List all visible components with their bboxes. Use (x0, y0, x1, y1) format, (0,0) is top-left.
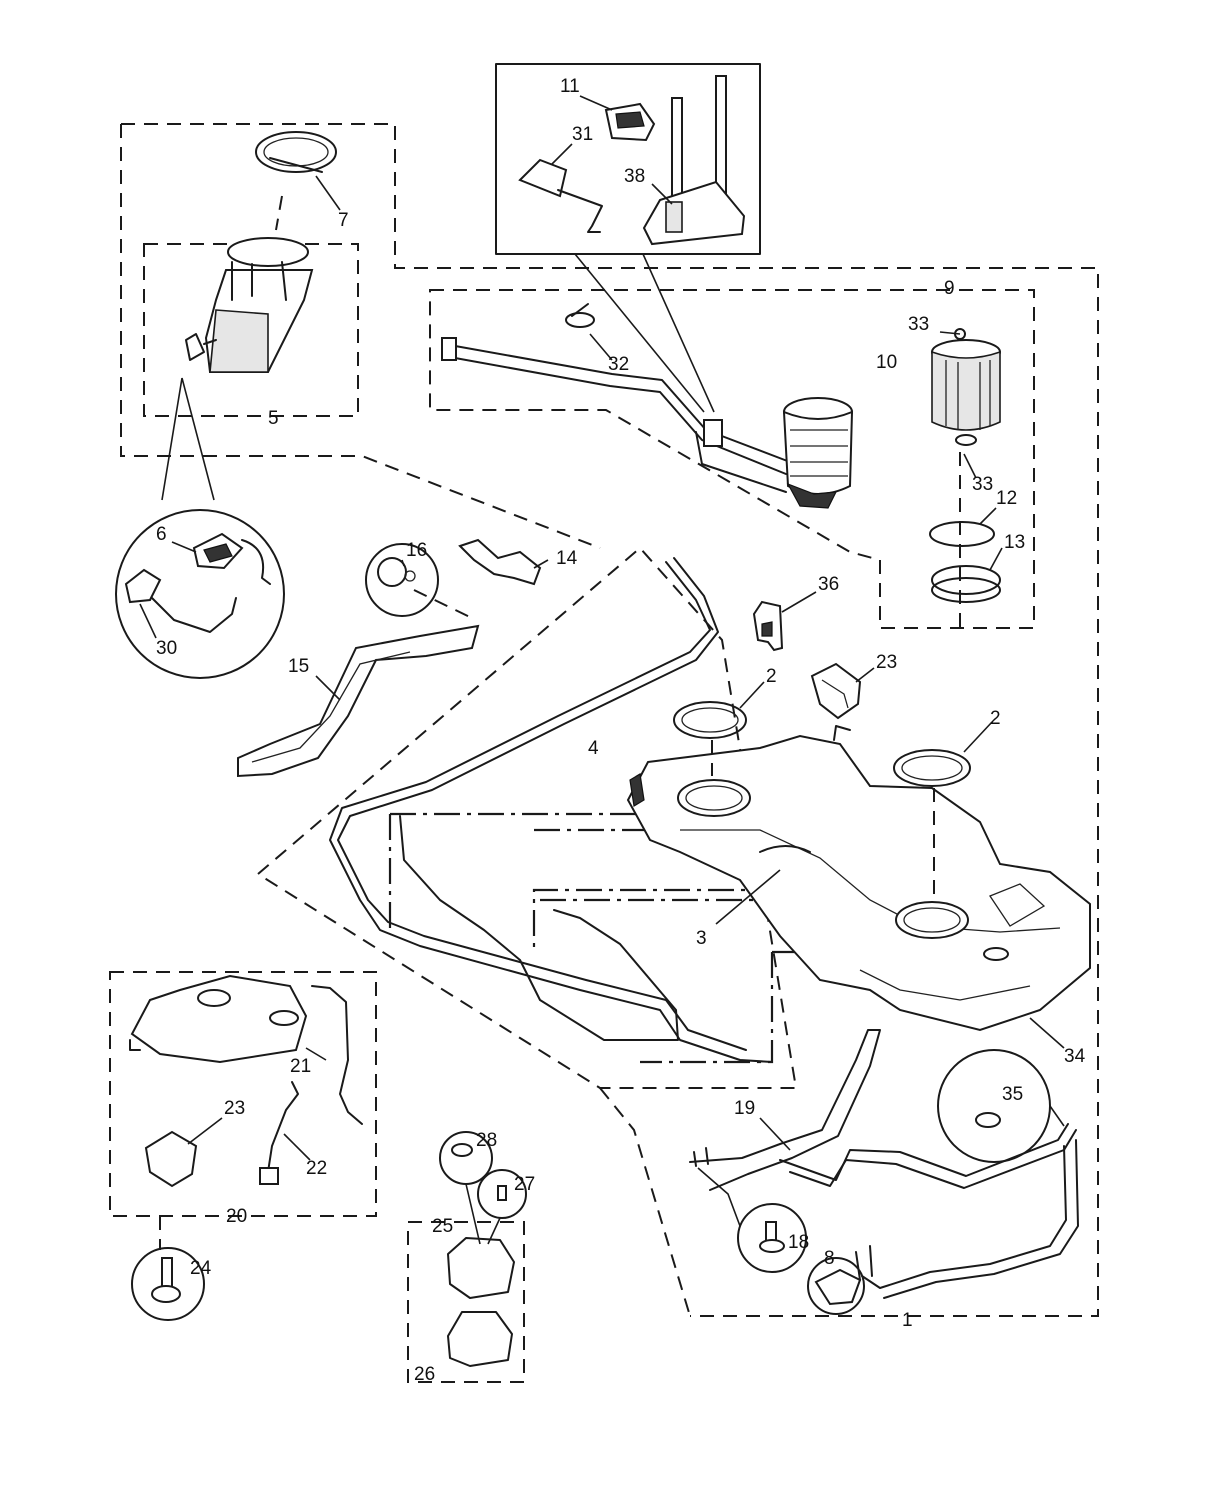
callout-10: 10 (876, 352, 897, 373)
fuel-lines-part-4 (329, 557, 773, 1063)
callout-36: 36 (818, 574, 839, 595)
callout-35: 35 (1002, 1084, 1023, 1105)
callout-31: 31 (572, 124, 593, 145)
callout-23-upper: 23 (876, 652, 897, 673)
gasket-group-25-26 (439, 1131, 527, 1367)
callout-23-lower: 23 (224, 1098, 245, 1119)
callout-30: 30 (156, 638, 177, 659)
grommet-circle-16 (365, 543, 477, 621)
fuel-pipe-strainer-part (441, 303, 854, 509)
float-arm-part (518, 158, 603, 233)
clip-part-14 (458, 538, 542, 586)
callout-21: 21 (290, 1056, 311, 1077)
leader-lines (139, 95, 1065, 1161)
fuel-filter-part (929, 328, 1001, 628)
callout-15: 15 (288, 656, 309, 677)
callout-34: 34 (1064, 1046, 1086, 1067)
callout-13: 13 (1004, 532, 1025, 553)
pump-detail-circle (115, 509, 285, 679)
callout-24: 24 (190, 1258, 212, 1279)
fuel-pump-assembly (161, 131, 337, 501)
callout-20: 20 (226, 1206, 247, 1227)
callout-9: 9 (944, 278, 955, 299)
callout-11: 11 (560, 76, 580, 97)
tank-straps-part-19 (689, 1029, 1079, 1299)
bolt-circle-24 (131, 1247, 205, 1321)
callout-26: 26 (414, 1364, 435, 1385)
callout-25: 25 (432, 1216, 453, 1237)
clip-part-23-upper (810, 662, 862, 720)
callout-7: 7 (338, 210, 349, 231)
callout-1: 1 (902, 1310, 913, 1331)
bracket-tubes-part (642, 75, 746, 246)
callout-28: 28 (476, 1130, 497, 1151)
sender-unit-detail-box (495, 63, 761, 413)
callout-22: 22 (306, 1158, 327, 1179)
callout-18: 18 (788, 1232, 809, 1253)
callout-5: 5 (268, 408, 279, 429)
callout-2-right: 2 (990, 708, 1001, 729)
callout-2-left: 2 (766, 666, 777, 687)
callout-16: 16 (406, 540, 427, 561)
callout-8: 8 (824, 1248, 835, 1269)
heat-shield-part-15 (237, 624, 480, 778)
fuel-tank-part-34 (626, 725, 1091, 1032)
detail-circle-35 (937, 1049, 1065, 1163)
clip-part-8 (807, 1257, 865, 1315)
callout-14: 14 (556, 548, 578, 569)
callout-3: 3 (696, 928, 707, 949)
callout-38: 38 (624, 166, 645, 187)
group-boundaries (109, 123, 1099, 1383)
callout-labels: 1 2 2 3 4 5 6 7 8 9 10 11 12 13 14 15 16… (156, 76, 1086, 1385)
callout-4: 4 (588, 738, 599, 759)
clip-part-36 (752, 600, 784, 652)
bolt-circle-18 (697, 1167, 807, 1273)
callout-33-bottom: 33 (972, 474, 993, 495)
callout-27: 27 (514, 1174, 535, 1195)
level-sensor-part (604, 102, 656, 142)
callout-19: 19 (734, 1098, 755, 1119)
auxiliary-tank-part-20 (129, 974, 363, 1188)
callout-32: 32 (608, 354, 629, 375)
callout-33-top: 33 (908, 314, 929, 335)
seal-rings-part-2 (673, 701, 971, 787)
callout-6: 6 (156, 524, 167, 545)
callout-12: 12 (996, 488, 1017, 509)
